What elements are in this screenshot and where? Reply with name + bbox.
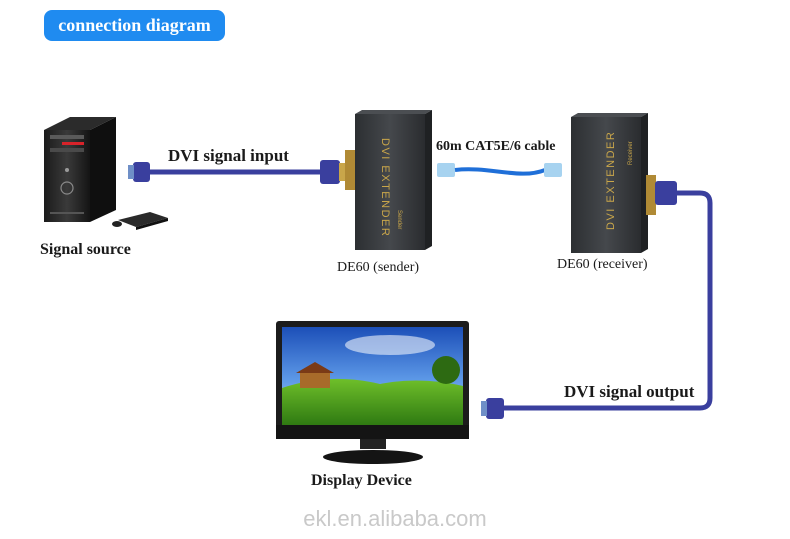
dvi-input-label: DVI signal input [168, 146, 289, 165]
sender-extender-icon: DVI EXTENDER Sender [345, 110, 432, 250]
dvi-output-cable [481, 181, 713, 419]
dvi-input-cable [128, 160, 345, 184]
receiver-extender-icon: DVI EXTENDER Receiver [571, 113, 656, 253]
signal-source-label: Signal source [40, 241, 131, 258]
sender-small-text: Sender [396, 210, 402, 229]
diagram-title-badge: connection diagram [44, 10, 225, 41]
receiver-label: DE60 (receiver) [557, 257, 648, 272]
receiver-small-text: Receiver [628, 141, 634, 165]
sender-face-text: DVI EXTENDER [379, 138, 391, 237]
cable-label: 60m CAT5E/6 cable [436, 139, 556, 154]
display-device-label: Display Device [311, 472, 412, 489]
keyboard-icon [118, 212, 168, 230]
pc-tower-icon [44, 117, 116, 222]
watermark: ekl.en.alibaba.com [303, 506, 487, 531]
mouse-icon [112, 221, 122, 227]
receiver-face-text: DVI EXTENDER [605, 131, 617, 230]
sender-label: DE60 (sender) [337, 260, 420, 275]
cat-cable [437, 163, 562, 177]
display-monitor-icon [276, 321, 469, 464]
dvi-output-label: DVI signal output [564, 382, 695, 401]
